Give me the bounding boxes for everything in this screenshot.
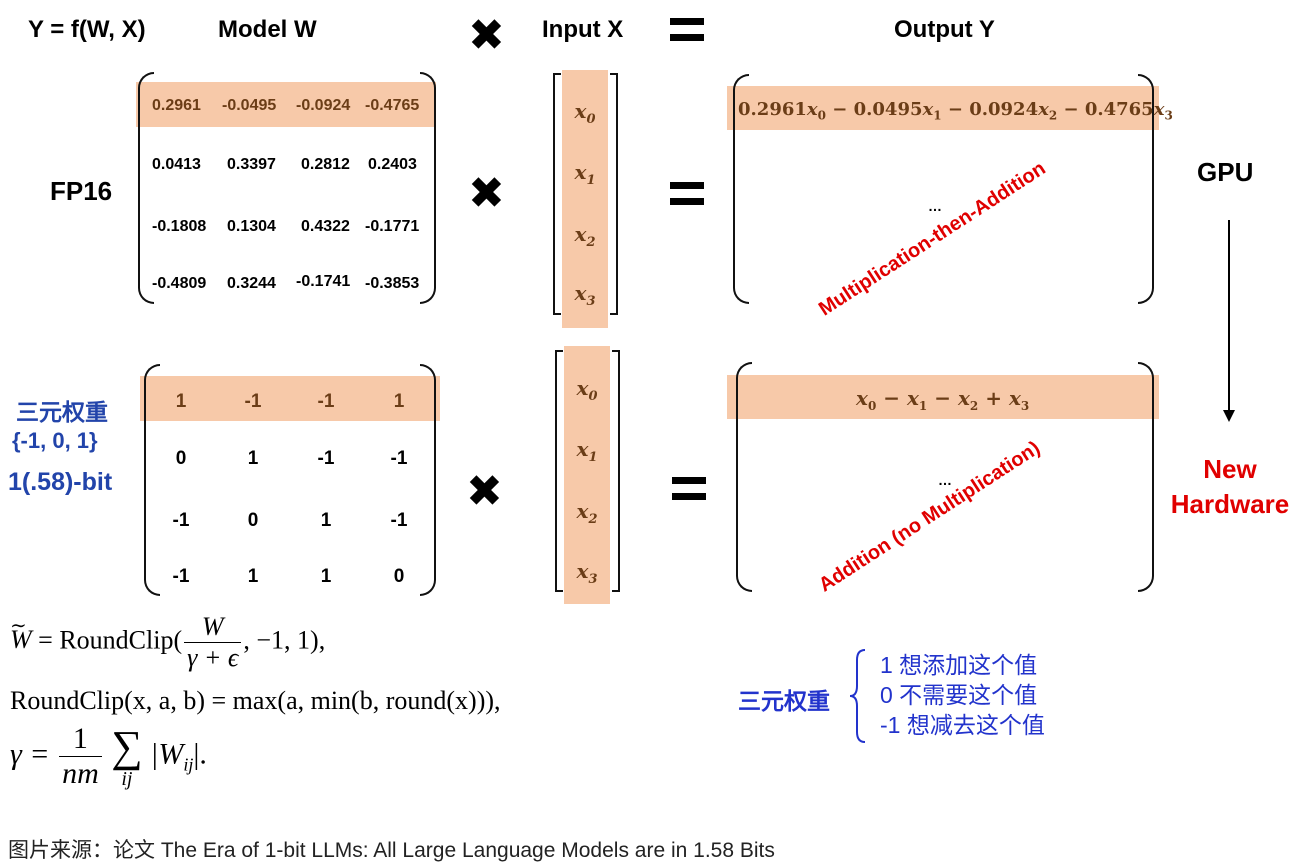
legend-item: -1 想减去这个值 bbox=[880, 712, 1045, 738]
equals-icon bbox=[670, 182, 704, 214]
equals-icon bbox=[670, 18, 704, 50]
sigma-icon: ∑ij bbox=[111, 721, 143, 790]
ternary-output-left-bracket bbox=[736, 362, 752, 592]
matrix-cell: -0.1808 bbox=[152, 218, 207, 235]
matrix-cell: 1 bbox=[393, 391, 405, 412]
ternary-output-right-bracket bbox=[1138, 362, 1154, 592]
ternary-weight-label: 三元权重 bbox=[16, 399, 108, 425]
matrix-cell: 0.1304 bbox=[227, 218, 276, 235]
legend-item: 1 想添加这个值 bbox=[880, 652, 1038, 678]
input-element: x0 bbox=[574, 99, 596, 127]
legend-title: 三元权重 bbox=[738, 688, 830, 714]
fp16-matrix-right-bracket bbox=[420, 72, 436, 304]
matrix-cell: 1 bbox=[247, 448, 259, 469]
new-hardware-label: New Hardware bbox=[1170, 454, 1290, 519]
fp16-output-highlight bbox=[727, 86, 1159, 130]
times-icon: ✖ bbox=[466, 467, 503, 516]
fp16-input-left-bracket bbox=[553, 73, 561, 315]
left-brace-icon bbox=[849, 649, 866, 743]
times-icon: ✖ bbox=[468, 11, 505, 60]
matrix-cell: -0.3853 bbox=[365, 275, 420, 292]
matrix-cell: 0 bbox=[247, 510, 259, 531]
ternary-output-highlight bbox=[727, 375, 1159, 419]
matrix-cell: -0.1741 bbox=[296, 273, 351, 290]
ternary-input-left-bracket bbox=[555, 350, 563, 592]
addition-annotation: Addition (no Multiplication) bbox=[815, 437, 1045, 597]
w-tilde-symbol: W∼ bbox=[10, 615, 32, 655]
matrix-cell: -0.4765 bbox=[365, 97, 420, 114]
source-caption: 图片来源：论文 The Era of 1-bit LLMs: All Large… bbox=[8, 839, 775, 862]
matrix-cell: 1 bbox=[247, 566, 259, 587]
multiplication-annotation: Multiplication-then-Addition bbox=[815, 157, 1050, 321]
input-element: x0 bbox=[576, 376, 598, 404]
matrix-cell: -0.4809 bbox=[152, 275, 207, 292]
input-element: x3 bbox=[576, 559, 598, 587]
input-element: x1 bbox=[576, 437, 598, 465]
ternary-output-ellipsis: … bbox=[938, 472, 952, 488]
fp16-output-row: 0.2961x0 − 0.0495x1 − 0.0924x2 − 0.4765x… bbox=[738, 99, 1173, 123]
fp16-label: FP16 bbox=[50, 176, 113, 206]
input-element: x1 bbox=[574, 160, 596, 188]
ternary-input-highlight bbox=[564, 346, 610, 604]
matrix-cell: 0.0413 bbox=[152, 156, 201, 173]
fp16-output-ellipsis: … bbox=[928, 198, 942, 214]
matrix-cell: 0.2961 bbox=[152, 97, 201, 114]
matrix-cell: 0 bbox=[393, 566, 405, 587]
input-x-header: Input X bbox=[542, 16, 624, 43]
legend-list: 1 想添加这个值 0 不需要这个值 -1 想减去这个值 bbox=[880, 650, 1045, 740]
matrix-cell: 0.2812 bbox=[301, 156, 350, 173]
matrix-cell: -0.0924 bbox=[296, 97, 351, 114]
formula-roundclip-definition: RoundClip(x, a, b) = max(a, min(b, round… bbox=[10, 686, 501, 715]
matrix-cell: 1 bbox=[320, 566, 332, 587]
matrix-cell: 0 bbox=[175, 448, 187, 469]
ternary-input-right-bracket bbox=[612, 350, 620, 592]
equation-header: Y = f(W, X) bbox=[28, 16, 146, 43]
matrix-cell: 0.2403 bbox=[368, 156, 417, 173]
input-element: x2 bbox=[576, 499, 598, 527]
matrix-cell: 1 bbox=[320, 510, 332, 531]
matrix-cell: -1 bbox=[390, 448, 408, 469]
ternary-row-highlight bbox=[140, 376, 440, 421]
matrix-cell: 0.3244 bbox=[227, 275, 276, 292]
input-element: x2 bbox=[574, 222, 596, 250]
matrix-cell: -0.1771 bbox=[365, 218, 420, 235]
input-element: x3 bbox=[574, 281, 596, 309]
times-icon: ✖ bbox=[468, 169, 505, 218]
matrix-cell: -0.0495 bbox=[222, 97, 277, 114]
matrix-cell: -1 bbox=[172, 510, 190, 531]
matrix-cell: -1 bbox=[317, 448, 335, 469]
model-w-header: Model W bbox=[218, 16, 317, 43]
matrix-cell: -1 bbox=[390, 510, 408, 531]
matrix-cell: 0.3397 bbox=[227, 156, 276, 173]
matrix-cell: -1 bbox=[172, 566, 190, 587]
matrix-cell: 1 bbox=[175, 391, 187, 412]
ternary-set-label: {-1, 0, 1} bbox=[12, 428, 98, 453]
down-arrow-icon bbox=[1223, 220, 1235, 422]
output-y-header: Output Y bbox=[894, 16, 995, 43]
fp16-input-right-bracket bbox=[610, 73, 618, 315]
matrix-cell: 0.4322 bbox=[301, 218, 350, 235]
legend-item: 0 不需要这个值 bbox=[880, 682, 1038, 708]
ternary-bit-label: 1(.58)-bit bbox=[8, 468, 113, 496]
fp16-input-highlight bbox=[562, 70, 608, 328]
fp16-row-highlight bbox=[136, 82, 436, 127]
matrix-cell: -1 bbox=[317, 391, 335, 412]
ternary-output-row: x0 − x1 − x2 + x3 bbox=[856, 386, 1030, 413]
equals-icon bbox=[672, 477, 706, 509]
gpu-label: GPU bbox=[1197, 157, 1254, 187]
matrix-cell: -1 bbox=[244, 391, 262, 412]
